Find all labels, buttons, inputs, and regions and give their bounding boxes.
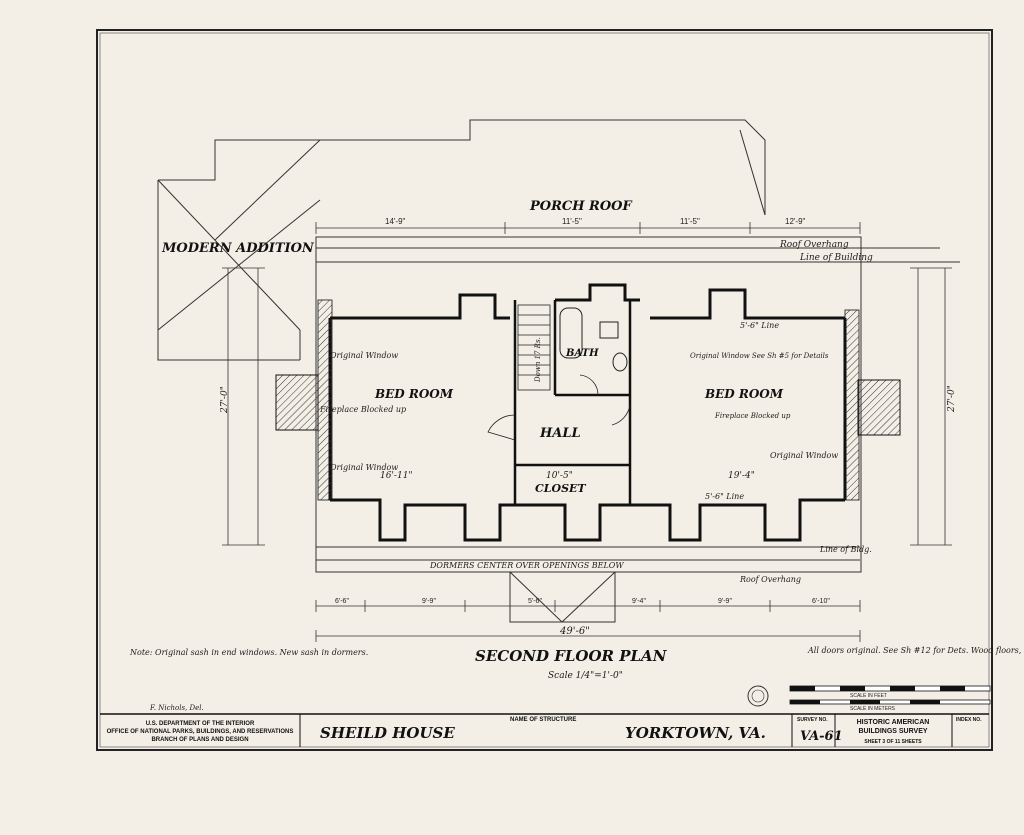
dormers-note: DORMERS CENTER OVER OPENINGS BELOW [429,561,624,570]
bath-fixtures [559,307,628,372]
dim-closet: 10'-5" [546,471,573,481]
room-closet: CLOSET [535,482,586,495]
dim-right-total: 27'-0" [947,385,957,413]
fireplaces [275,299,901,501]
bottom-dimension-line [315,600,861,642]
dim-top-4: 12'-9" [785,217,806,226]
dim-bot-5: 9'-9" [718,598,732,605]
dim-bot-2: 9'-9" [422,598,436,605]
orig-window-right-2: Original Window [770,451,838,460]
outer-border [96,29,993,751]
note-left-text: Note: Original sash in end windows. New … [129,648,368,657]
line-of-bldg-bottom: Line of Bldg. [819,545,872,554]
room-bed-left: BED ROOM [374,387,454,401]
interior-walls [513,300,632,505]
top-dimension-line [315,222,861,234]
dim-top-1: 14'-9" [385,217,406,226]
side-dimension-lines [222,267,952,546]
roof-overhang-top-label: Roof Overhang [779,240,849,250]
scale-bar-feet-label: SCALE IN FEET [850,693,887,699]
location: YORKTOWN, VA. [625,724,766,742]
line-bottom-right: 5'-6" Line [705,492,744,501]
note-right-text: All doors original. See Sh #12 for Dets.… [807,646,1024,655]
note-right: All doors original. See Sh #12 for Dets.… [807,646,1024,655]
dim-bot-1: 6'-6" [335,598,349,605]
room-bath: BATH [565,348,599,359]
scale-bar [789,685,991,705]
scale-bar-meters-label: SCALE IN METERS [850,706,896,712]
agency-line-1: U.S. DEPARTMENT OF THE INTERIOR [146,721,255,727]
name-of-structure-label: NAME OF STRUCTURE [510,717,576,723]
dim-bot-3: 5'-6" [528,598,542,605]
dim-left-total: 27'-0" [220,386,230,414]
room-hall: HALL [539,426,581,441]
agency-line-2: OFFICE OF NATIONAL PARKS, BUILDINGS, AND… [107,729,294,735]
survey-no: VA-61 [800,729,843,744]
orig-window-right-1: Original Window See Sh #5 for Details [690,352,829,360]
plan-title: SECOND FLOOR PLAN [475,647,668,665]
title-block-frame [100,713,989,747]
structure-name: SHEILD HOUSE [320,724,455,742]
dim-bot-6: 6'-10" [812,598,830,605]
door-swings [487,374,631,441]
note-left: Note: Original sash in end windows. New … [129,648,368,657]
orig-window-left-1: Original Window [330,351,398,360]
agency-line-3: BRANCH OF PLANS AND DESIGN [151,737,248,743]
seal-icon [747,685,769,707]
dim-top-2: 11'-5" [562,217,582,226]
line-top-right: 5'-6" Line [740,321,779,330]
fireplace-right-label: Fireplace Blocked up [714,412,791,420]
dim-room-left: 16'-11" [380,471,413,481]
line-of-building-top-label: Line of Building [799,253,873,263]
room-bed-right: BED ROOM [704,387,784,401]
delineator: F. Nichols, Del. [149,704,204,712]
survey-no-label: SURVEY NO. [797,717,828,723]
dim-bot-4: 9'-4" [632,598,646,605]
dim-room-right: 19'-4" [728,471,755,481]
roof-overhang-bottom: Roof Overhang [739,575,801,584]
dim-overall: 49'-6" [559,626,590,637]
sheet-text: SHEET 3 OF 11 SHEETS [864,739,922,745]
stair [517,304,551,391]
porch-roof-label: PORCH ROOF [529,199,633,214]
index-no-label: INDEX NO. [956,717,982,723]
stair-label: Down 17 Rs. [534,337,542,383]
habs-line-2: BUILDINGS SURVEY [858,728,927,735]
inner-border [99,32,990,748]
dim-top-3: 11'-5" [680,217,700,226]
modern-addition-label: MODERN ADDITION [161,241,315,256]
fireplace-left-label: Fireplace Blocked up [319,405,406,414]
plan-scale: Scale 1/4"=1'-0" [548,671,623,681]
habs-line-1: HISTORIC AMERICAN [857,719,930,726]
orig-window-left-2: Original Window [330,463,398,472]
